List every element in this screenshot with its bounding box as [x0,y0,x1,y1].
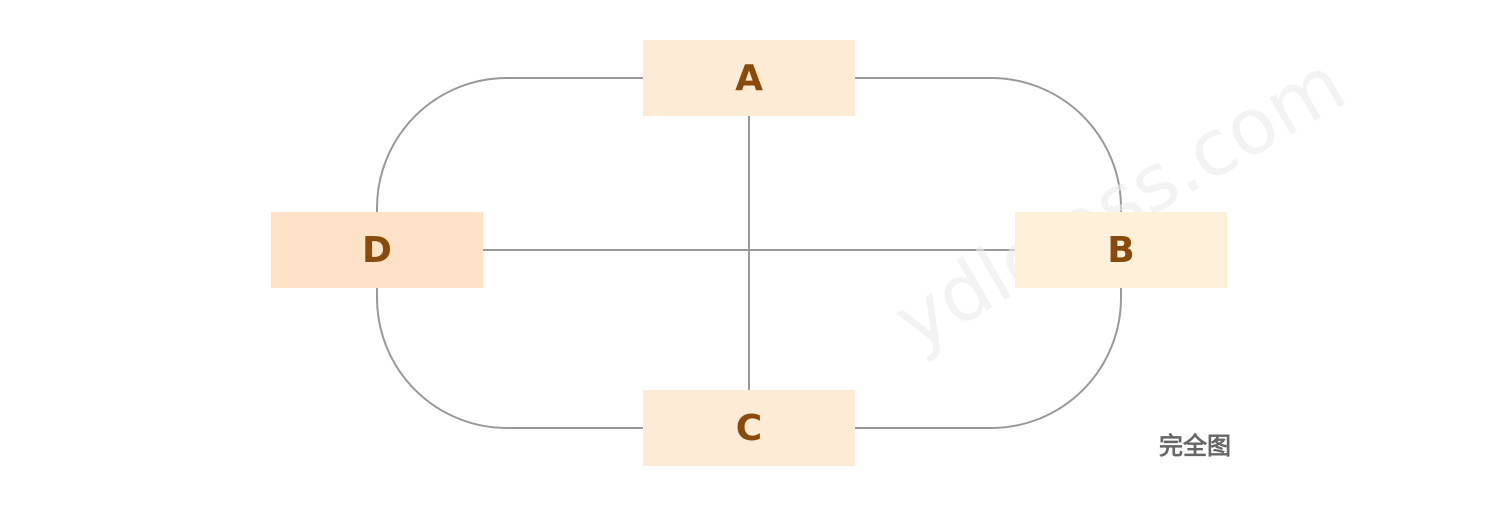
diagram-caption: 完全图 [1159,432,1231,460]
edge-a-d [376,77,643,212]
edge-c-d [376,288,643,429]
node-b: B [1015,212,1227,288]
node-b-label: B [1107,229,1135,271]
node-a: A [643,40,855,116]
node-c-label: C [735,407,763,449]
node-c: C [643,390,855,466]
node-a-label: A [735,57,763,99]
edge-b-c [855,288,1122,429]
node-d: D [271,212,483,288]
node-d-label: D [362,229,392,271]
edge-a-b [855,77,1122,212]
